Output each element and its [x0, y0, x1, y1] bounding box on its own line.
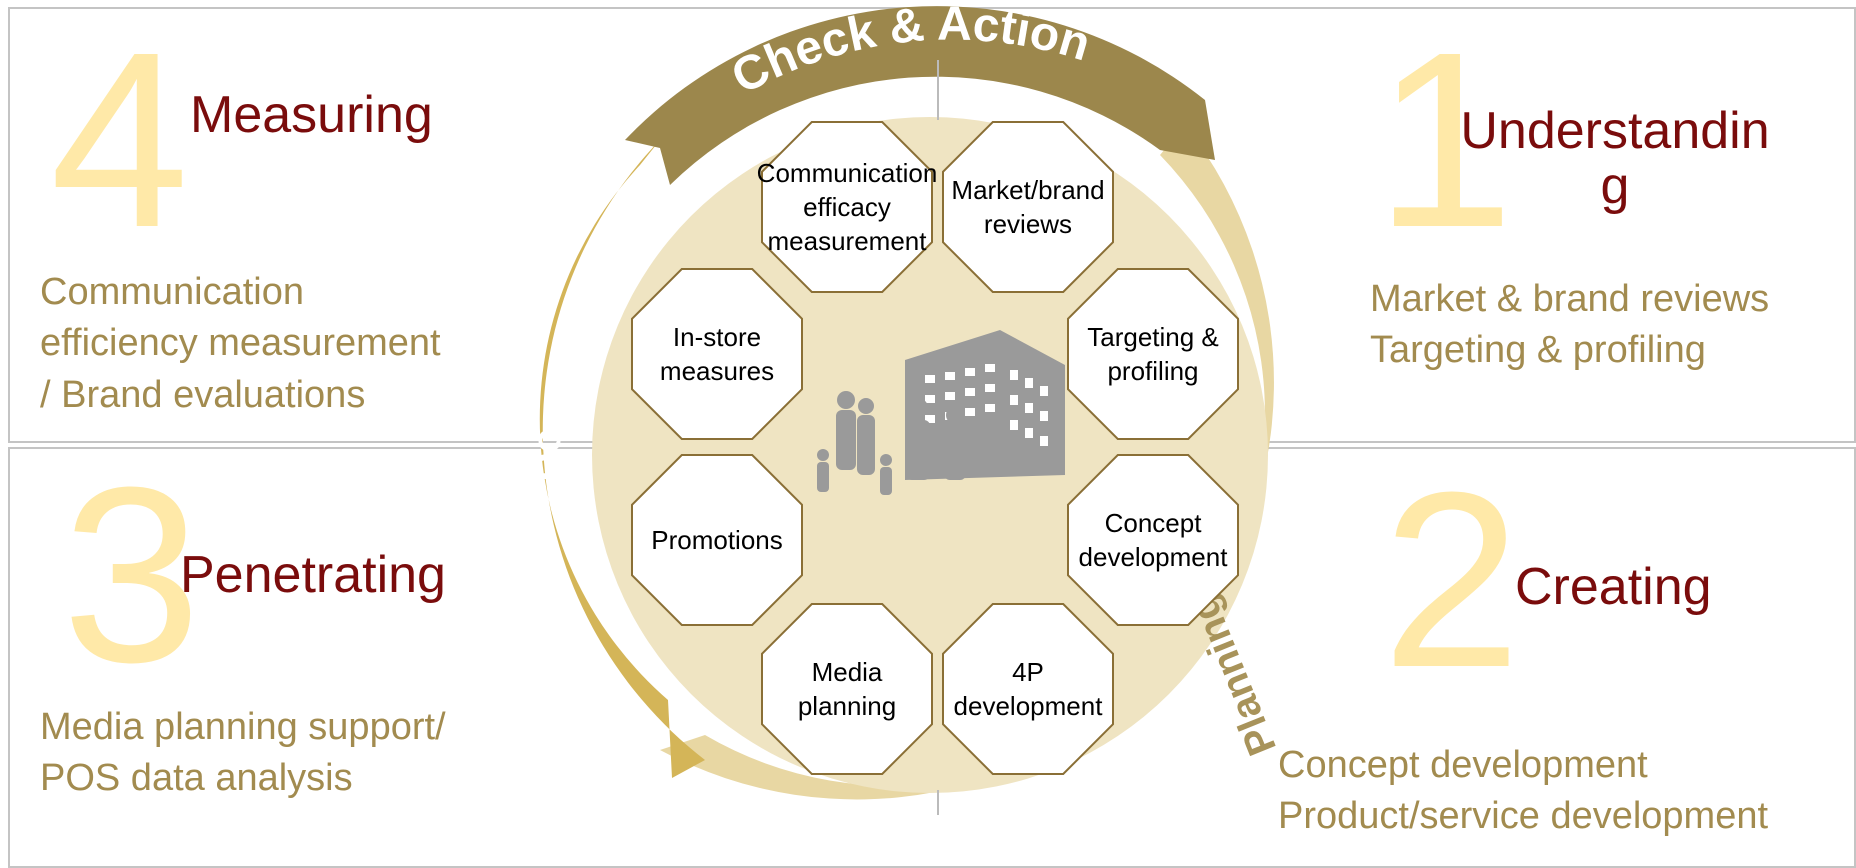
check-action-arrow	[625, 6, 1215, 186]
octagon-step	[1067, 268, 1239, 440]
planning-arrow	[660, 125, 1274, 800]
octagon-label: planning	[798, 691, 896, 721]
octagon-label: Targeting &	[1087, 322, 1219, 352]
step-number-1: 1	[1375, 0, 1515, 279]
octagon-label: development	[1079, 542, 1229, 572]
octagon-label: Promotions	[651, 525, 783, 555]
step-number-2: 2	[1382, 440, 1522, 719]
desc-understanding: Market & brand reviews Targeting & profi…	[1370, 274, 1769, 377]
octagon-label: 4P	[1012, 657, 1044, 687]
heading-line: Understandin	[1460, 102, 1770, 160]
desc-line: Targeting & profiling	[1370, 329, 1706, 372]
desc-creating: Concept development Product/service deve…	[1278, 740, 1768, 843]
octagon-step	[761, 603, 933, 775]
octagon-label: profiling	[1107, 356, 1198, 386]
people-and-building-icon	[817, 330, 1065, 495]
octagon-step	[1067, 454, 1239, 626]
desc-measuring: Communication efficiency measurement / B…	[40, 267, 441, 421]
step-number-4: 4	[50, 0, 190, 279]
heading-measuring: Measuring	[190, 86, 433, 144]
octagon-label: reviews	[984, 209, 1072, 239]
octagon-label: Communication	[757, 158, 938, 188]
octagon-label: efficacy	[803, 192, 891, 222]
octagon-label: Market/brand	[951, 175, 1104, 205]
desc-line: Product/service development	[1278, 795, 1769, 838]
octagon-step	[761, 121, 933, 293]
octagon-label: In-store	[673, 322, 761, 352]
heading-creating: Creating	[1515, 558, 1712, 616]
octagon-label: Media	[812, 657, 883, 687]
step-number-3: 3	[62, 435, 202, 714]
heading-penetrating: Penetrating	[180, 546, 446, 604]
octagon-step	[942, 121, 1114, 293]
heading-line: g	[1600, 156, 1630, 215]
octagon-label: measurement	[768, 226, 928, 256]
desc-line: POS data analysis	[40, 757, 353, 800]
octagon-step	[942, 603, 1114, 775]
desc-penetrating: Media planning support/ POS data analysi…	[40, 702, 446, 805]
desc-line: efficiency measurement	[40, 322, 441, 365]
octagon-label: development	[954, 691, 1104, 721]
desc-line: Communication	[40, 271, 304, 313]
octagon-label: measures	[660, 356, 774, 386]
octagon-label: Concept	[1105, 508, 1203, 538]
octagon-step	[631, 454, 803, 626]
do-label: Do	[525, 428, 569, 481]
desc-line: / Brand evaluations	[40, 373, 366, 416]
heading-understanding: Understandin g	[1455, 104, 1775, 213]
octagon-group: Communication efficacy measurement Market/b…	[631, 121, 1239, 775]
desc-line: Media planning support/	[40, 706, 446, 748]
desc-line: Concept development	[1278, 744, 1648, 786]
desc-line: Market & brand reviews	[1370, 278, 1770, 320]
octagon-step	[631, 268, 803, 440]
